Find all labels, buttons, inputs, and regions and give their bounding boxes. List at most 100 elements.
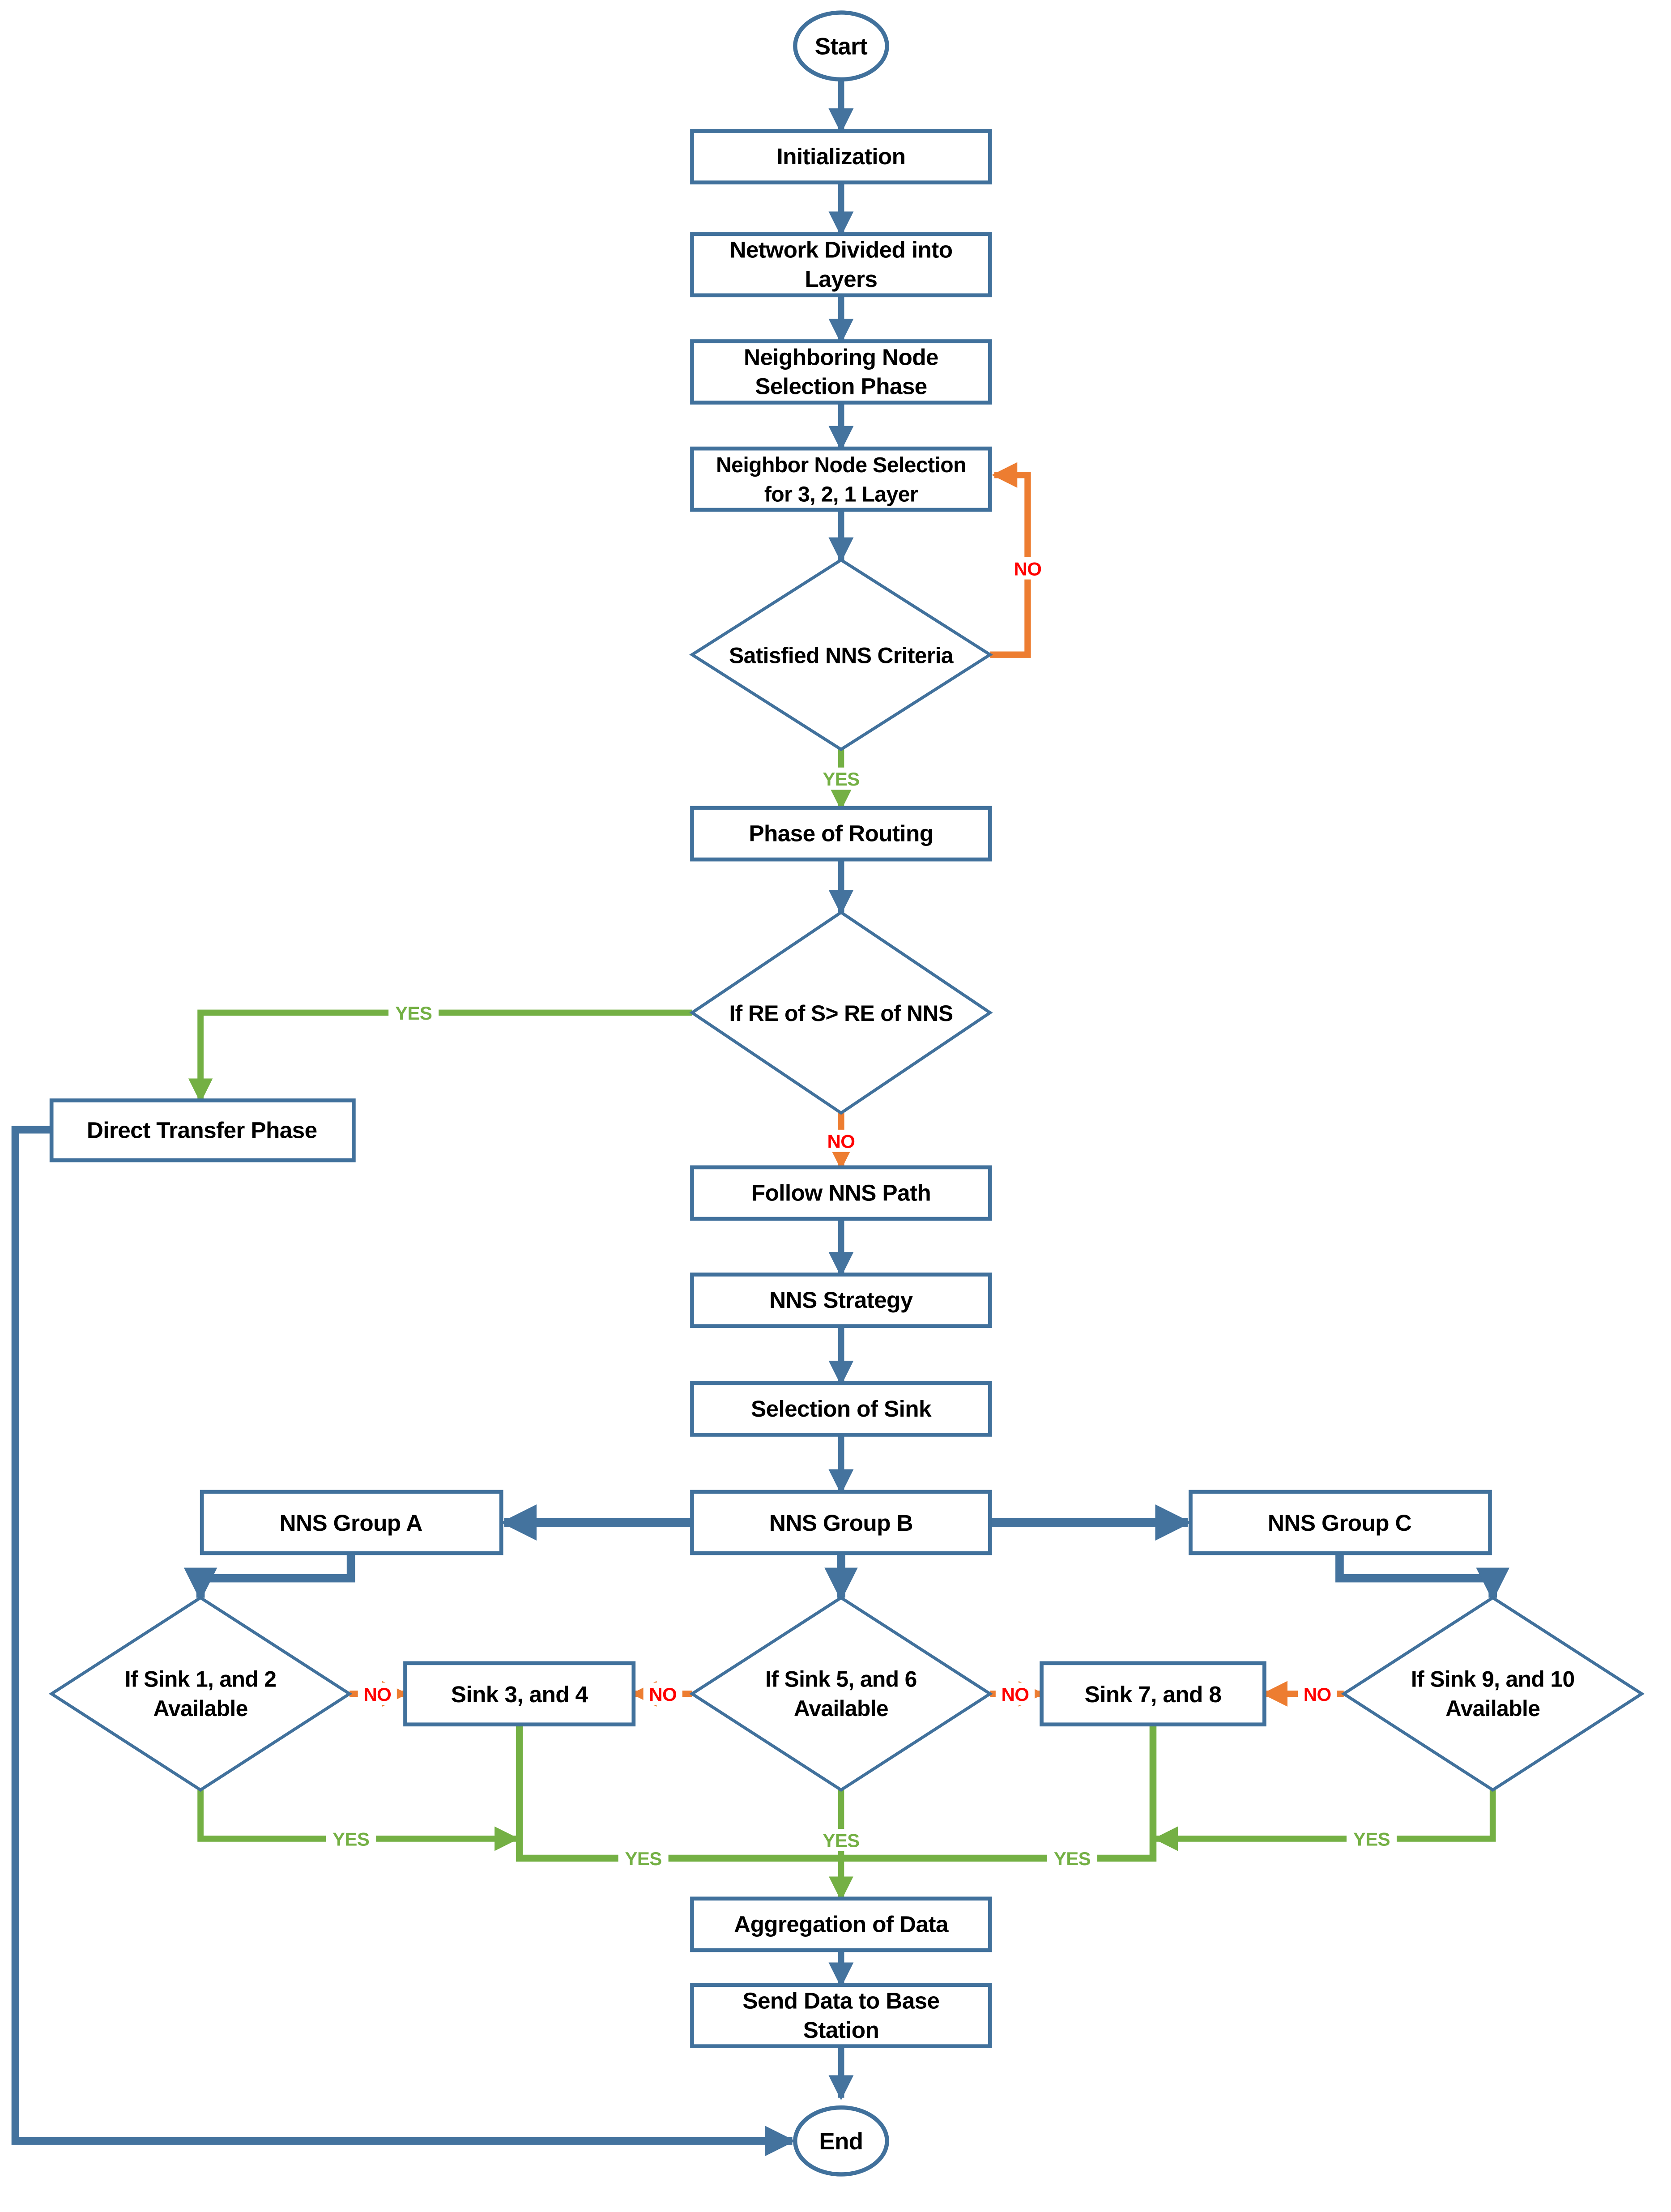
- label-bg-sink56-no-right: [995, 1682, 1035, 1705]
- sink-3-4-box: [403, 1661, 636, 1727]
- group-b-box: [690, 1490, 992, 1555]
- edge-label-ifre-yes: YES: [395, 1003, 432, 1024]
- group-a-box: [200, 1490, 503, 1555]
- label-bg-satisfied-yes: [816, 767, 866, 790]
- if-sink-9-10-diamond: [1341, 1596, 1645, 1792]
- label-bg-sink56-no-left: [643, 1682, 682, 1705]
- nns-selection-line2: for 3, 2, 1 Layer: [764, 482, 918, 506]
- edge-label-sink12-yes: YES: [332, 1829, 369, 1850]
- follow-nns-label: Follow NNS Path: [751, 1180, 931, 1206]
- aggregation-label: Aggregation of Data: [734, 1911, 949, 1937]
- edge-label-sink910-no: NO: [1304, 1684, 1331, 1705]
- node-satisfied-nns: Satisfied NNS Criteria: [689, 558, 993, 752]
- aggregation-box: [690, 1896, 992, 1952]
- if-sink-5-6-line2: Available: [794, 1696, 888, 1721]
- end-ellipse: [793, 2105, 889, 2177]
- edge-groupa-ifsink12: [183, 1553, 355, 1601]
- node-group-a: NNS Group A: [200, 1490, 503, 1555]
- edge-label-sink78-yes: YES: [1054, 1848, 1091, 1869]
- network-divided-box: [690, 232, 992, 298]
- if-sink-1-2-diamond: [48, 1596, 353, 1792]
- edge-directtransfer-end: [11, 1126, 796, 2156]
- node-send-data: Send Data to Base Station: [690, 1983, 992, 2049]
- yes-edges: [188, 749, 1496, 1901]
- if-re-diamond: [689, 910, 993, 1115]
- node-nns-phase: Neighboring Node Selection Phase: [690, 339, 992, 405]
- nns-phase-line2: Selection Phase: [755, 374, 927, 399]
- label-bg-sink910-no: [1298, 1682, 1337, 1705]
- node-phase-of-routing: Phase of Routing: [690, 806, 992, 862]
- label-bg-sink910-yes: [1346, 1828, 1397, 1850]
- direct-transfer-box: [49, 1098, 356, 1162]
- edge-ifsink910-yes: [1153, 1790, 1496, 1851]
- node-if-re: If RE of S> RE of NNS: [689, 910, 993, 1115]
- group-a-label: NNS Group A: [280, 1510, 422, 1536]
- edge-groupc-ifsink910: [1335, 1553, 1510, 1601]
- edge-label-sink34-yes: YES: [625, 1848, 661, 1869]
- edge-label-sink56-yes: YES: [823, 1830, 859, 1851]
- phase-of-routing-label: Phase of Routing: [749, 821, 933, 846]
- node-sink-3-4: Sink 3, and 4: [403, 1661, 636, 1727]
- if-sink-1-2-line1: If Sink 1, and 2: [125, 1667, 277, 1692]
- sink-7-8-label: Sink 7, and 8: [1085, 1682, 1222, 1707]
- node-nns-selection: Neighbor Node Selection for 3, 2, 1 Laye…: [690, 446, 992, 512]
- node-network-divided: Network Divided into Layers: [690, 232, 992, 298]
- node-aggregation: Aggregation of Data: [690, 1896, 992, 1952]
- edge-label-satisfied-no: NO: [1014, 558, 1042, 579]
- direct-transfer-label: Direct Transfer Phase: [87, 1118, 317, 1143]
- nns-selection-box: [690, 446, 992, 512]
- phase-of-routing-box: [690, 806, 992, 862]
- nns-selection-line1: Neighbor Node Selection: [716, 453, 966, 477]
- node-follow-nns: Follow NNS Path: [690, 1165, 992, 1221]
- node-if-sink-5-6: If Sink 5, and 6 Available: [689, 1596, 993, 1792]
- label-bg-sink56-yes: [816, 1829, 866, 1851]
- node-sink-7-8: Sink 7, and 8: [1040, 1661, 1266, 1727]
- send-data-line2: Station: [803, 2017, 879, 2043]
- label-bg-sink34-yes: [618, 1847, 669, 1870]
- label-bg-sink12-no: [358, 1682, 397, 1705]
- nns-strategy-box: [690, 1273, 992, 1328]
- send-data-line1: Send Data to Base: [742, 1988, 939, 2014]
- node-nns-strategy: NNS Strategy: [690, 1273, 992, 1328]
- if-sink-5-6-diamond: [689, 1596, 993, 1792]
- edge-label-sink12-no: NO: [363, 1684, 391, 1705]
- network-divided-line2: Layers: [805, 266, 878, 292]
- edge-label-satisfied-yes: YES: [823, 769, 859, 790]
- edge-sink34-collector: [516, 1724, 841, 1862]
- node-direct-transfer: Direct Transfer Phase: [49, 1098, 356, 1162]
- label-bg-ifre-no: [821, 1129, 861, 1152]
- node-group-b: NNS Group B: [690, 1490, 992, 1555]
- label-bg-sink78-yes: [1047, 1847, 1097, 1870]
- initialization-box: [690, 129, 992, 185]
- label-bg-satisfied-no: [1008, 557, 1047, 580]
- edge-label-sink56-no-left: NO: [649, 1684, 677, 1705]
- nns-phase-line1: Neighboring Node: [744, 344, 938, 370]
- if-re-label: If RE of S> RE of NNS: [729, 1001, 953, 1026]
- start-ellipse: [793, 10, 889, 82]
- edge-labels: NO YES YES NO NO NO NO NO YES YES YES YE…: [326, 557, 1397, 1870]
- node-group-c: NNS Group C: [1189, 1490, 1492, 1555]
- if-sink-9-10-line1: If Sink 9, and 10: [1411, 1667, 1575, 1692]
- sink-7-8-box: [1040, 1661, 1266, 1727]
- selection-of-sink-label: Selection of Sink: [751, 1396, 932, 1422]
- group-b-label: NNS Group B: [769, 1510, 913, 1536]
- node-if-sink-9-10: If Sink 9, and 10 Available: [1341, 1596, 1645, 1792]
- node-start: Start: [793, 10, 889, 82]
- nns-strategy-label: NNS Strategy: [769, 1287, 913, 1313]
- node-selection-of-sink: Selection of Sink: [690, 1381, 992, 1437]
- selection-of-sink-box: [690, 1381, 992, 1437]
- edge-ifsink12-yes: [197, 1790, 519, 1851]
- edge-label-ifre-no: NO: [827, 1131, 855, 1152]
- node-end: End: [793, 2105, 889, 2177]
- node-if-sink-1-2: If Sink 1, and 2 Available: [48, 1596, 353, 1792]
- send-data-box: [690, 1983, 992, 2049]
- edge-sink78-collector: [841, 1724, 1157, 1862]
- edge-label-sink56-no-right: NO: [1002, 1684, 1029, 1705]
- satisfied-nns-label: Satisfied NNS Criteria: [729, 643, 954, 668]
- edge-label-sink910-yes: YES: [1353, 1829, 1390, 1850]
- blue-flow-edges: [11, 79, 1510, 2156]
- if-sink-5-6-line1: If Sink 5, and 6: [765, 1667, 917, 1692]
- label-bg-sink12-yes: [326, 1828, 376, 1850]
- initialization-label: Initialization: [777, 144, 906, 169]
